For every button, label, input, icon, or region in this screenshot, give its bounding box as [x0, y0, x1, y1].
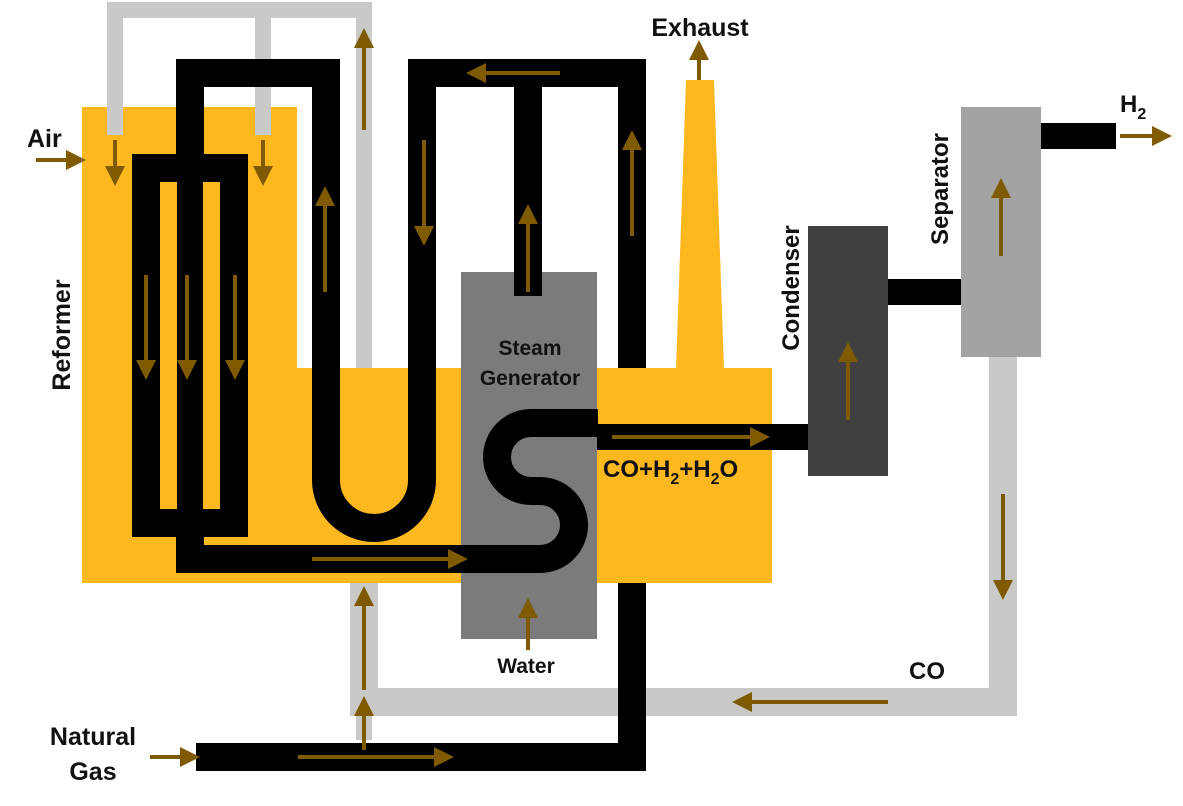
separator-label: Separator	[927, 133, 954, 245]
steam-generator	[461, 272, 597, 639]
condenser-label: Condenser	[778, 225, 805, 350]
exhaust-stack	[676, 80, 724, 370]
water-label: Water	[497, 655, 555, 678]
flow-arrows	[36, 28, 1172, 767]
co-label: CO	[909, 658, 945, 685]
exhaust-label: Exhaust	[651, 14, 749, 42]
reformer-tubes	[132, 154, 248, 537]
condenser	[808, 226, 888, 476]
reformer-label: Reformer	[48, 279, 76, 390]
steam-generator-coil	[460, 409, 598, 573]
h2-label: H2	[1120, 91, 1146, 123]
natural-gas-label-line1: Natural	[50, 723, 136, 751]
steam-generator-label-line2: Generator	[480, 367, 580, 390]
air-label: Air	[27, 125, 62, 153]
natural-gas-label-line2: Gas	[69, 758, 116, 786]
co-h2-h2o-label: CO+H2+H2O	[603, 456, 738, 488]
steam-generator-label-line1: Steam	[498, 337, 561, 360]
